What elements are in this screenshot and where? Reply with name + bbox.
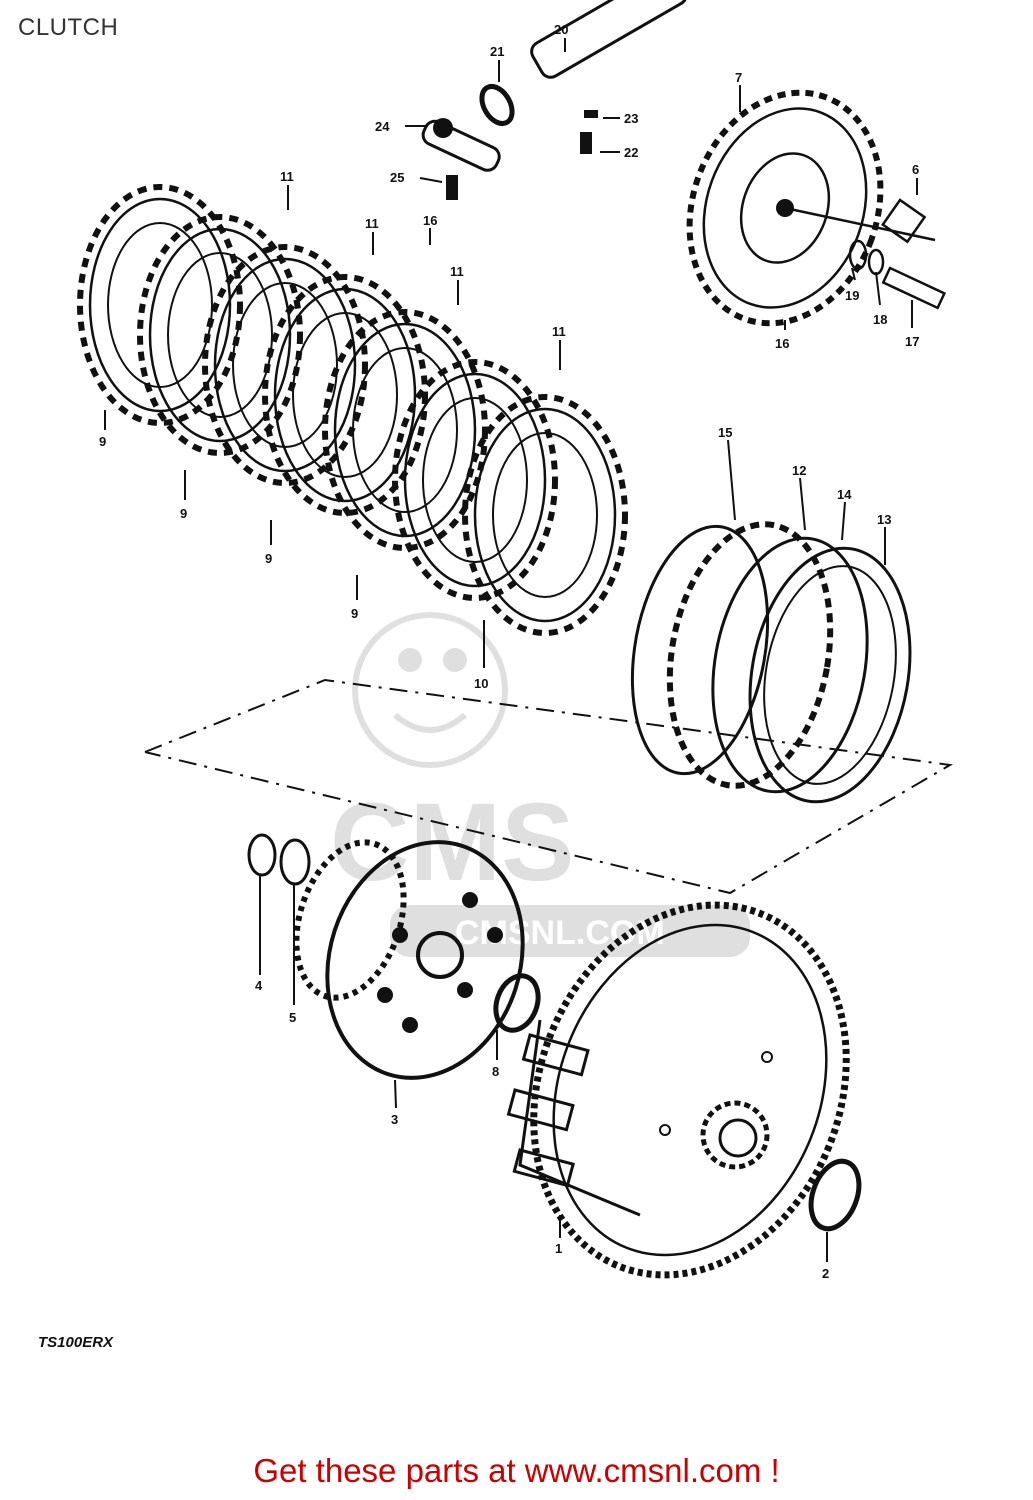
callout-17: 17: [905, 334, 919, 349]
thrust-washer-6: [493, 973, 541, 1033]
callout-25: 25: [390, 170, 404, 185]
callout-20: 20: [554, 22, 568, 37]
callout-11-b: 11: [365, 216, 379, 231]
page-title: CLUTCH: [18, 14, 119, 41]
callout-2: 2: [822, 1266, 829, 1281]
watermark: CMS CMSNL.COM: [330, 612, 750, 957]
callout-18: 18: [873, 312, 887, 327]
callout-14: 14: [837, 487, 852, 502]
callout-7: 6: [912, 162, 919, 177]
callout-22: 22: [624, 145, 638, 160]
callout-11-d: 11: [552, 324, 566, 339]
callout-9-c: 9: [265, 551, 272, 566]
callout-11-c: 11: [450, 264, 464, 279]
callout-3: 3: [391, 1112, 398, 1127]
callout-10: 10: [474, 676, 488, 691]
pressure-plate: [686, 89, 936, 327]
model-code: TS100ERX: [38, 1334, 114, 1351]
callout-9-b: 9: [180, 506, 187, 521]
footer-shop-link[interactable]: Get these parts at www.cmsnl.com !: [253, 1452, 780, 1489]
callout-1: 1: [555, 1241, 562, 1256]
callout-16: 16: [775, 336, 789, 351]
callout-6: 8: [492, 1064, 499, 1079]
callout-15: 15: [718, 425, 732, 440]
clutch-plate-stack: [80, 187, 625, 633]
clutch-sleeve-hub: [247, 833, 525, 1080]
callout-12: 12: [792, 463, 806, 478]
release-arm: [421, 0, 688, 200]
callout-23: 23: [624, 111, 638, 126]
callout-13: 13: [877, 512, 891, 527]
primary-driven-gear-housing: [506, 901, 850, 1279]
callout-9-a: 9: [99, 434, 106, 449]
leader-lines: [104, 38, 918, 1262]
clutch-spring-set: [630, 521, 912, 804]
callout-11-a: 11: [280, 169, 294, 184]
callout-21: 21: [490, 44, 504, 59]
callout-4: 4: [255, 978, 263, 993]
callout-8: 7: [735, 70, 742, 85]
callout-16-top: 16: [423, 213, 437, 228]
callout-9-d: 9: [351, 606, 358, 621]
callout-5: 5: [289, 1010, 296, 1025]
callout-24: 24: [375, 119, 390, 134]
part-callouts: 20 21 24 25 23 22 16 7 6 19 18 17 16 11 …: [99, 22, 919, 1281]
callout-19: 19: [845, 288, 859, 303]
thrust-washer-2: [808, 1158, 862, 1232]
release-screw: [848, 198, 947, 310]
alignment-guide: [144, 678, 954, 895]
